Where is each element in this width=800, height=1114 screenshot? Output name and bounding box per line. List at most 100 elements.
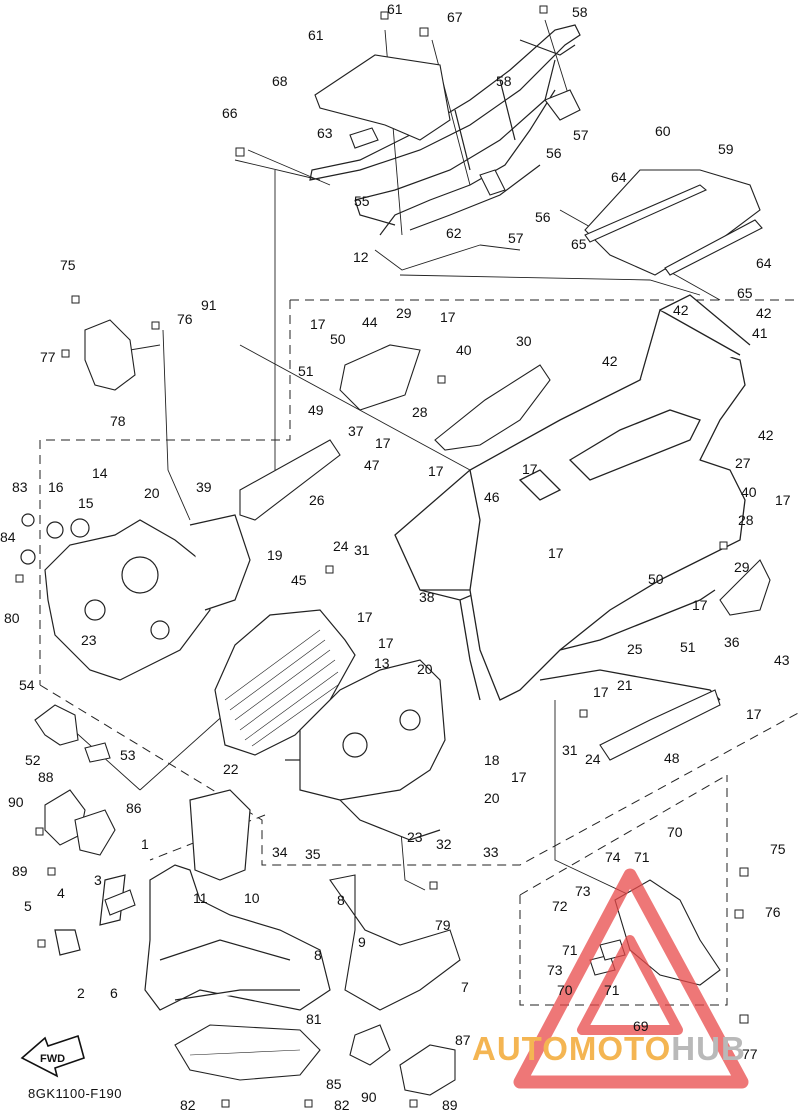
callout-20a: 20 [144,485,160,501]
radiator [214,609,356,756]
side-guards [329,874,461,1096]
callout-29a: 29 [396,305,412,321]
callout-84: 84 [0,529,16,545]
callout-20c: 20 [484,790,500,806]
callout-17k: 17 [593,684,609,700]
callout-64b: 64 [756,255,772,271]
callout-71c: 71 [604,982,620,998]
callout-30: 30 [516,333,532,349]
callout-27: 27 [735,455,751,471]
callout-8b: 8 [314,947,322,963]
callout-7: 7 [461,979,469,995]
callout-38: 38 [419,589,435,605]
callout-55: 55 [354,193,370,209]
callout-51a: 51 [298,363,314,379]
callout-23a: 23 [81,632,97,648]
callout-9: 9 [358,934,366,950]
callout-88: 88 [38,769,54,785]
callout-91: 91 [201,297,217,313]
callout-66: 66 [222,105,238,121]
callout-43: 43 [774,652,790,668]
callout-22: 22 [223,761,239,777]
callout-36: 36 [724,634,740,650]
callout-65b: 65 [737,285,753,301]
callout-58a: 58 [572,4,588,20]
callout-71b: 71 [562,942,578,958]
callout-49: 49 [308,402,324,418]
callout-57a: 57 [573,127,589,143]
callout-61b: 61 [308,27,324,43]
callout-44: 44 [362,314,378,330]
callout-17a: 17 [310,316,326,332]
callout-42d: 42 [758,427,774,443]
callout-17m: 17 [511,769,527,785]
main-frame [394,294,751,701]
callout-21: 21 [617,677,633,693]
callout-17l: 17 [746,706,762,722]
callout-40a: 40 [456,342,472,358]
callout-76a: 76 [177,311,193,327]
callout-25: 25 [627,641,643,657]
callout-77a: 77 [40,349,56,365]
callout-76b: 76 [765,904,781,920]
callout-33: 33 [483,844,499,860]
callout-46: 46 [484,489,500,505]
callout-1: 1 [141,836,149,852]
callout-82b: 82 [334,1097,350,1113]
callout-17g: 17 [548,545,564,561]
callout-67: 67 [447,9,463,25]
callout-71a: 71 [634,849,650,865]
watermark-suffix: HUB [671,1030,746,1067]
fwd-arrow-icon: FWD [20,1034,85,1078]
callout-40b: 40 [741,484,757,500]
callout-17h: 17 [357,609,373,625]
callout-35: 35 [305,846,321,862]
callout-59: 59 [718,141,734,157]
callout-18: 18 [484,752,500,768]
callout-12: 12 [353,249,369,265]
callout-15: 15 [78,495,94,511]
callout-42b: 42 [756,305,772,321]
callout-8a: 8 [337,892,345,908]
side-plates [239,344,771,761]
callout-24b: 24 [585,751,601,767]
callout-90b: 90 [361,1089,377,1105]
callout-4: 4 [57,885,65,901]
callout-47: 47 [364,457,380,473]
callout-77b: 77 [742,1046,758,1062]
callout-42c: 42 [602,353,618,369]
callout-61a: 61 [387,1,403,17]
callout-73b: 73 [547,962,563,978]
callout-32: 32 [436,836,452,852]
diagram-code: 8GK1100-F190 [28,1086,122,1101]
callout-51b: 51 [680,639,696,655]
callout-17c: 17 [375,435,391,451]
callout-75a: 75 [60,257,76,273]
front-bracket [285,659,446,841]
callout-28b: 28 [738,512,754,528]
fwd-label: FWD [40,1053,65,1065]
seat-panel [314,54,451,149]
callout-17j: 17 [378,635,394,651]
callout-31b: 31 [562,742,578,758]
callout-11: 11 [193,890,208,906]
callout-80: 80 [4,610,20,626]
callout-28a: 28 [412,404,428,420]
callout-70b: 70 [557,982,573,998]
watermark-text: AUTOMOTOHUB [472,1030,746,1068]
callout-83: 83 [12,479,28,495]
callout-6: 6 [110,985,118,1001]
callout-74: 74 [605,849,621,865]
left-side-plate [20,513,251,681]
watermark-prefix: AUTOMOTO [472,1030,672,1067]
callout-63: 63 [317,125,333,141]
callout-81: 81 [306,1011,322,1027]
callout-64a: 64 [611,169,627,185]
callout-39: 39 [196,479,212,495]
callout-89b: 89 [442,1097,458,1113]
callout-62: 62 [446,225,462,241]
callout-75b: 75 [770,841,786,857]
callout-45: 45 [291,572,307,588]
callout-52: 52 [25,752,41,768]
